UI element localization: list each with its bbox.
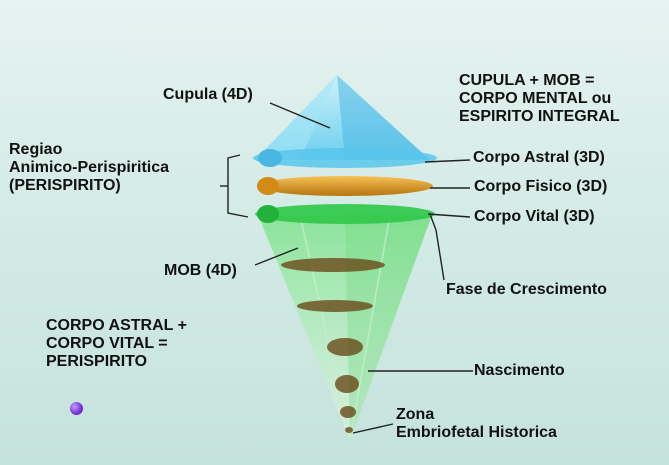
zona-label: Zona Embriofetal Historica <box>396 406 557 442</box>
cupula-mob-line-1: CUPULA + MOB = <box>459 72 595 89</box>
regiao-line-3: (PERISPIRITO) <box>9 177 121 194</box>
connector-lines <box>220 102 473 434</box>
corpo-fisico-body <box>257 176 433 196</box>
cupula-pyramid <box>255 75 430 160</box>
regiao-label: Regiao Animico-Perispiritica (PERISPIRIT… <box>9 141 169 195</box>
astral-vital-line-1: CORPO ASTRAL + <box>46 317 187 334</box>
zona-line-1: Zona <box>396 406 435 423</box>
cupula-mob-line-2: CORPO MENTAL ou <box>459 90 612 107</box>
corpo-vital-label: Corpo Vital (3D) <box>474 208 595 225</box>
astral-vital-line-3: PERISPIRITO <box>46 353 148 370</box>
regiao-line-1: Regiao <box>9 141 63 158</box>
growth-figures <box>281 258 385 433</box>
nascimento-label: Nascimento <box>474 362 565 379</box>
astral-vital-line-2: CORPO VITAL = <box>46 335 168 352</box>
fase-label: Fase de Crescimento <box>446 281 607 298</box>
zona-line-2: Embriofetal Historica <box>396 424 557 441</box>
mob-label: MOB (4D) <box>164 262 237 279</box>
corpo-vital-body <box>255 204 435 224</box>
cupula-mob-line-3: ESPIRITO INTEGRAL <box>459 108 620 125</box>
regiao-line-2: Animico-Perispiritica <box>9 159 170 176</box>
purple-dot <box>70 402 83 415</box>
cupula-label: Cupula (4D) <box>163 86 253 103</box>
corpo-astral-label: Corpo Astral (3D) <box>473 149 605 166</box>
cupula-mob-note: CUPULA + MOB = CORPO MENTAL ou ESPIRITO … <box>459 72 620 126</box>
mob-cone <box>258 214 432 441</box>
corpo-astral-body <box>253 148 437 168</box>
corpo-fisico-label: Corpo Fisico (3D) <box>474 178 608 195</box>
astral-vital-note: CORPO ASTRAL + CORPO VITAL = PERISPIRITO <box>46 317 187 371</box>
